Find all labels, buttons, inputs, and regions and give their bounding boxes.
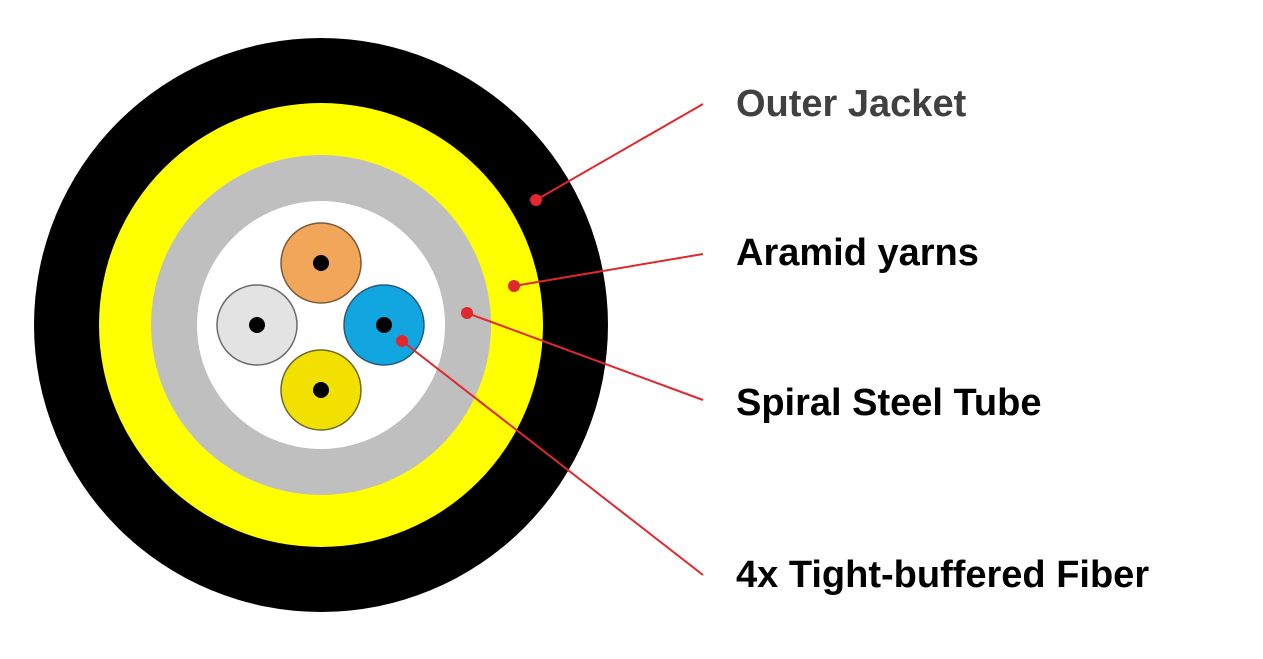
leader-line-outer-jacket [535, 103, 704, 201]
fiber-blue-core [376, 317, 392, 333]
leader-dot-outer-jacket [530, 194, 542, 206]
fiber-white-core [249, 317, 265, 333]
core-filler [197, 201, 445, 449]
leader-dot-tight-buffered-fiber [396, 335, 408, 347]
leader-dot-spiral-steel-tube [461, 307, 473, 319]
leader-line-aramid-yarns [513, 253, 704, 287]
label-spiral-steel-tube: Spiral Steel Tube [736, 382, 1042, 424]
leader-dot-aramid-yarns [508, 280, 520, 292]
label-outer-jacket: Outer Jacket [736, 83, 967, 125]
label-aramid-yarns: Aramid yarns [736, 232, 979, 274]
label-tight-buffered-fiber: 4x Tight-buffered Fiber [736, 554, 1150, 596]
leader-line-spiral-steel-tube [466, 312, 704, 401]
fiber-white [216, 284, 298, 366]
fiber-blue [343, 284, 425, 366]
leader-line-tight-buffered-fiber [401, 340, 704, 576]
fiber-yellow [280, 349, 362, 431]
fiber-yellow-core [313, 382, 329, 398]
fiber-orange-core [313, 255, 329, 271]
leader-dots [396, 194, 542, 347]
leader-lines [401, 103, 704, 576]
fiber-orange [280, 222, 362, 304]
